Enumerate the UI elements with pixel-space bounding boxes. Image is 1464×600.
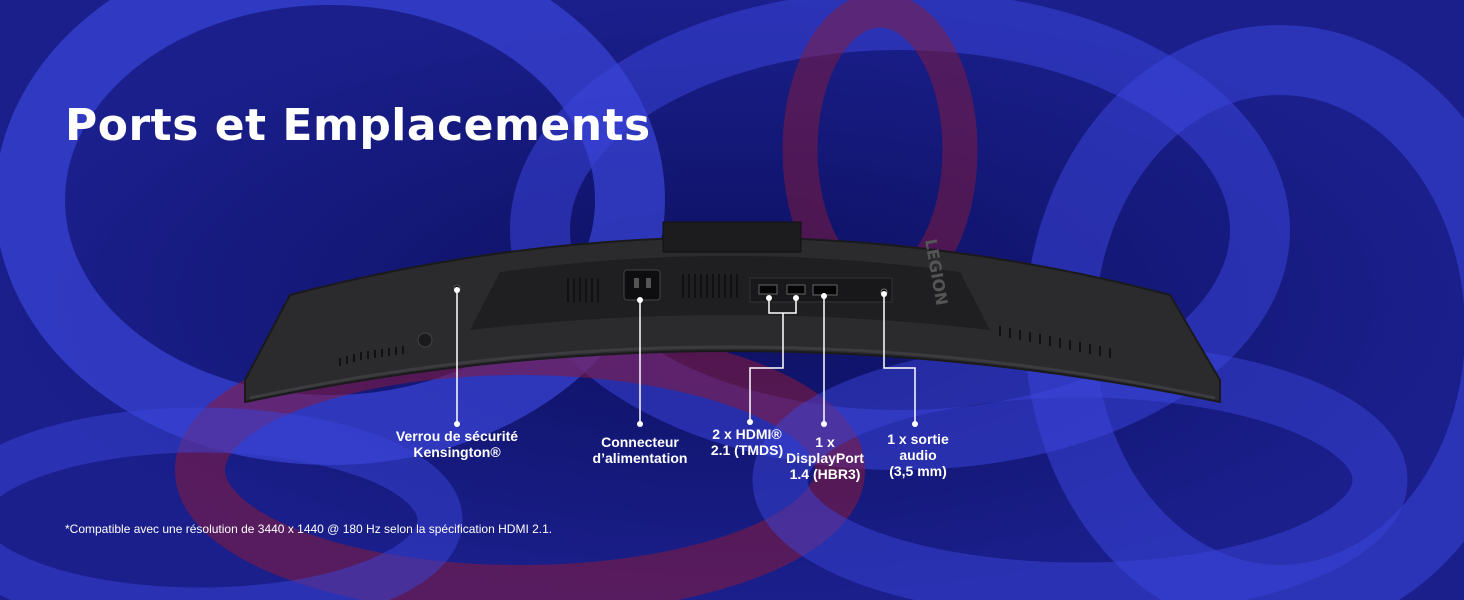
footnote: *Compatible avec une résolution de 3440 … bbox=[65, 522, 553, 536]
label-power: Connecteur d’alimentation bbox=[592, 434, 688, 466]
left-vents bbox=[339, 346, 404, 366]
callout-audio bbox=[883, 294, 916, 424]
label-displayport: 1 x DisplayPort 1.4 (HBR3) bbox=[786, 434, 864, 482]
hdmi-port-icon bbox=[786, 284, 806, 295]
page-title: Ports et Emplacements bbox=[65, 100, 651, 151]
label-hdmi: 2 x HDMI® 2.1 (TMDS) bbox=[710, 426, 784, 458]
power-connector-icon bbox=[623, 269, 661, 301]
hdmi-port-icon bbox=[758, 284, 778, 295]
right-vents bbox=[999, 326, 1111, 358]
label-audio: 1 x sortie audio (3,5 mm) bbox=[887, 431, 949, 479]
callout-hdmi bbox=[749, 296, 797, 422]
label-kensington: Verrou de sécurité Kensington® bbox=[395, 428, 519, 460]
